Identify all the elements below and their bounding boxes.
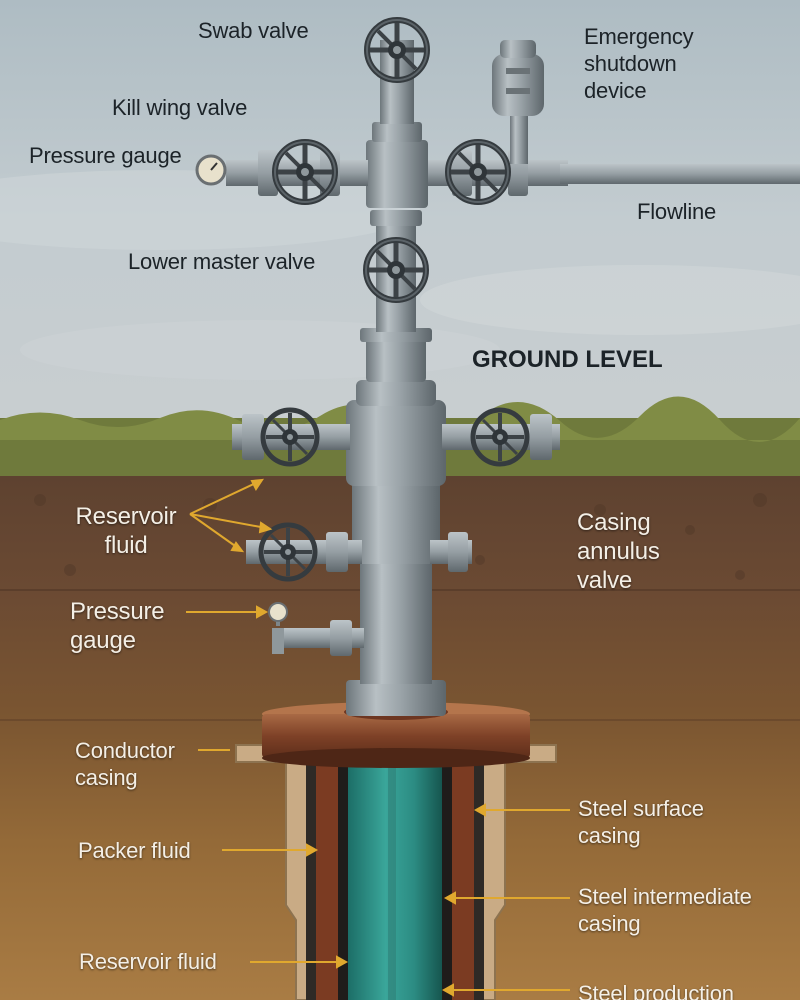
label-conductor-casing: Conductor casing (75, 738, 175, 790)
label-steel-production: Steel production (578, 981, 734, 1000)
label-pressure-gauge-top: Pressure gauge (29, 143, 182, 168)
swab-valve-handwheel (367, 20, 427, 80)
tubing-head (346, 400, 446, 486)
label-ground-level: GROUND LEVEL (472, 346, 663, 373)
tubing-head-right-valve-handwheel (473, 410, 527, 464)
label-pressure-gauge-lower: Pressure gauge (70, 598, 165, 654)
emergency-shutdown-actuator (492, 54, 544, 116)
production-wing-valve-handwheel (448, 142, 508, 202)
label-steel-intermediate-casing: Steel intermediate casing (578, 884, 752, 936)
label-kill-wing-valve: Kill wing valve (112, 95, 248, 120)
steel-surface-casing (316, 762, 338, 1000)
label-lower-master-valve: Lower master valve (128, 249, 316, 274)
label-emergency-shutdown-device: Emergency shutdown device (584, 24, 694, 103)
lower-master-valve-handwheel (366, 240, 426, 300)
casing-annulus-valve-handwheel (261, 525, 315, 579)
wellhead-flange (262, 714, 530, 758)
label-flowline: Flowline (637, 199, 717, 224)
flowline-pipe (560, 164, 800, 184)
tubing-head-left-valve-handwheel (263, 410, 317, 464)
label-packer-fluid: Packer fluid (78, 838, 191, 863)
pressure-gauge-lower-icon (268, 602, 288, 622)
label-swab-valve: Swab valve (198, 18, 309, 43)
annotation-arrows (186, 478, 570, 997)
tee-block (366, 140, 428, 208)
casing-head (360, 560, 432, 684)
label-reservoir-fluid-lower: Reservoir fluid (79, 949, 217, 974)
label-steel-surface-casing: Steel surface casing (578, 796, 704, 848)
kill-wing-valve-handwheel (275, 142, 335, 202)
label-casing-annulus-valve: Casing annulus valve (577, 509, 660, 594)
label-reservoir-fluid-upper: Reservoir fluid (75, 503, 177, 559)
